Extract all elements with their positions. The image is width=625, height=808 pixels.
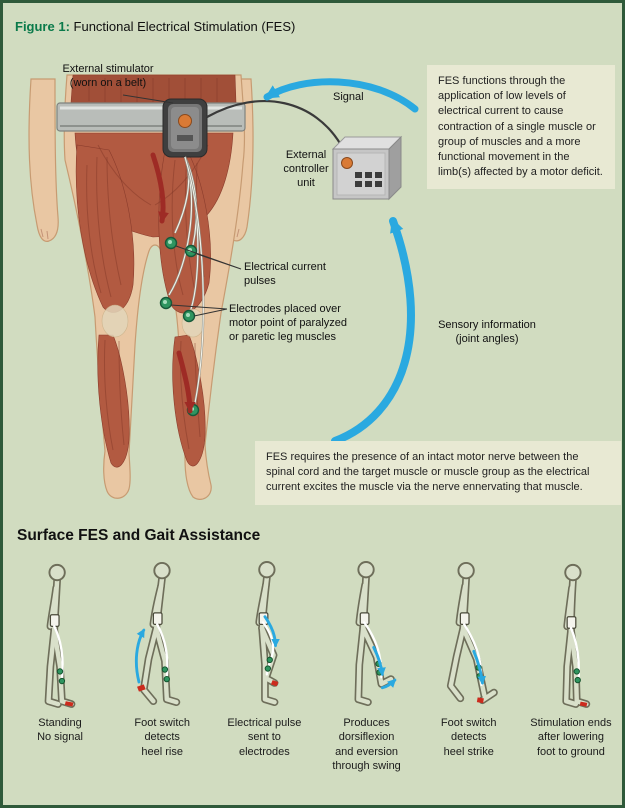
dorsiflexion-arrow: [380, 678, 396, 690]
current-arrows: [150, 152, 196, 414]
gait-caption-standing: Standing No signal: [37, 717, 83, 744]
foot-switch-device: [566, 616, 577, 629]
external-controller-label: External controller unit: [283, 149, 329, 189]
gait-stage-dorsiflexion: Produces dorsiflexion and eversion throu…: [318, 555, 416, 773]
foot-switch-marker: [579, 701, 588, 707]
gait-figure-standing: [44, 563, 76, 708]
figure-number-label: Figure 1:: [15, 19, 70, 34]
gait-stage-stimulation-ends: Stimulation ends after lowering foot to …: [522, 555, 620, 773]
fes-diagram-illustration: [28, 74, 419, 500]
gait-figure-pulse-sent: [255, 561, 281, 707]
sensory-information-label: Sensory information (joint angles): [438, 319, 536, 345]
external-stimulator-label: External stimulator (worn on a belt): [62, 63, 154, 89]
lower-body: [63, 74, 246, 500]
signal-flow-arrow: [263, 615, 281, 648]
signal-flow-arrow: [371, 646, 386, 677]
gait-figure-heel-strike: [446, 562, 498, 705]
gait-stage-heel-rise: Foot switch detects heel rise: [113, 555, 211, 773]
fes-requirement-info-box: FES requires the presence of an intact m…: [255, 441, 621, 505]
foot-switch-marker: [271, 680, 279, 687]
signal-flow-arrow: [472, 649, 486, 685]
stimulator-device: [162, 98, 208, 158]
foot-switch-marker: [137, 684, 146, 692]
controller-unit: [331, 135, 403, 201]
foot-switch-device: [459, 612, 470, 626]
electrical-pulses-label: Electrical current pulses: [244, 261, 326, 287]
figure-title-text: Functional Electrical Stimulation (FES): [73, 19, 296, 34]
electrodes-label: Electrodes placed over motor point of pa…: [229, 303, 348, 343]
gait-caption-dorsiflexion: Produces dorsiflexion and eversion throu…: [332, 717, 401, 772]
gait-stage-pulse-sent: Electrical pulse sent to electrodes: [215, 555, 313, 773]
foot-switch-device: [49, 614, 60, 627]
gait-stage-standing: Standing No signal: [11, 555, 109, 773]
left-knee: [101, 304, 129, 338]
gait-stage-heel-strike: Foot switch detects heel strike: [420, 555, 518, 773]
foot-switch-device: [152, 612, 163, 626]
gait-stages-row: Standing No signal Foot switch detects h…: [11, 555, 620, 773]
foot-switch-marker: [476, 697, 484, 704]
gait-section-heading: Surface FES and Gait Assistance: [17, 527, 261, 544]
signal-flow-arrow: [135, 628, 146, 684]
belt: [56, 102, 246, 132]
sensory-feedback-arrow: [331, 217, 415, 445]
gait-figure-stimulation-ends: [562, 563, 591, 708]
label-leader-lines: [122, 94, 242, 317]
signal-label: Signal: [333, 91, 364, 103]
fes-function-info-box: FES functions through the application of…: [427, 65, 615, 190]
gait-caption-heel-strike: Foot switch detects heel strike: [440, 717, 497, 758]
gait-caption-stimulation-ends: Stimulation ends after lowering foot to …: [530, 717, 612, 758]
figure-title: Figure 1: Functional Electrical Stimulat…: [15, 19, 295, 34]
electrode-wires: [168, 156, 205, 404]
foot-switch-marker: [64, 701, 74, 707]
gait-caption-heel-rise: Foot switch detects heel rise: [134, 717, 190, 758]
gait-caption-pulse-sent: Electrical pulse sent to electrodes: [227, 717, 302, 758]
gait-figure-dorsiflexion: [354, 561, 396, 707]
stimulator-controller-cable: [206, 100, 342, 146]
signal-arrow: [263, 78, 419, 113]
gait-figure-heel-rise: [135, 562, 181, 707]
